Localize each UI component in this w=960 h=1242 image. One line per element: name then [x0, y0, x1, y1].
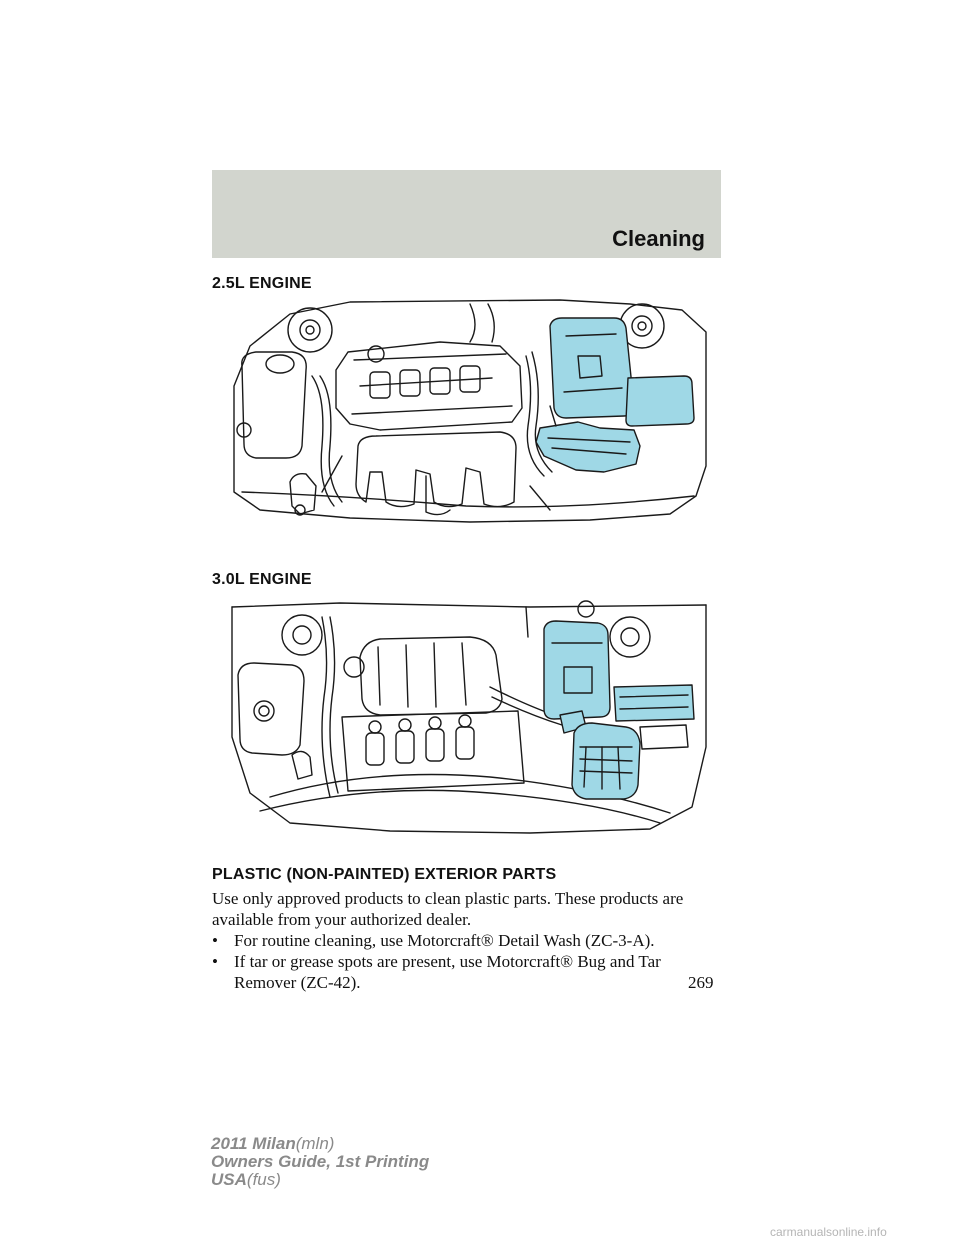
figure-heading-2-5l: 2.5L ENGINE: [212, 275, 312, 292]
engine-diagram-2-5l: [230, 296, 710, 532]
body-text: Use only approved products to clean plas…: [212, 888, 722, 993]
footer-edition: Owners Guide, 1st Printing: [211, 1152, 430, 1171]
bullet-list: • For routine cleaning, use Motorcraft® …: [212, 930, 722, 993]
list-item: • If tar or grease spots are present, us…: [212, 951, 722, 993]
page-number: 269: [688, 973, 714, 992]
bullet-marker: •: [212, 952, 218, 971]
watermark: carmanualsonline.info: [770, 1225, 887, 1239]
figure-heading-3-0l: 3.0L ENGINE: [212, 571, 312, 588]
header-band: Cleaning: [212, 170, 721, 258]
list-item-text: For routine cleaning, use Motorcraft® De…: [234, 931, 655, 950]
intro-paragraph: Use only approved products to clean plas…: [212, 889, 684, 929]
list-item: • For routine cleaning, use Motorcraft® …: [212, 930, 722, 951]
section-heading: PLASTIC (NON-PAINTED) EXTERIOR PARTS: [212, 866, 557, 883]
footer-model: 2011 Milan: [211, 1134, 296, 1153]
engine-diagram-3-0l: [230, 597, 710, 835]
footer-market-code: (fus): [246, 1170, 281, 1189]
section-title: Cleaning: [612, 226, 705, 251]
list-item-text: If tar or grease spots are present, use …: [234, 952, 661, 992]
footer-model-code: (mln): [295, 1134, 335, 1153]
footer-market: USA: [211, 1170, 247, 1189]
bullet-marker: •: [212, 931, 218, 950]
footer: 2011 Milan(mln) Owners Guide, 1st Printi…: [211, 1135, 429, 1189]
